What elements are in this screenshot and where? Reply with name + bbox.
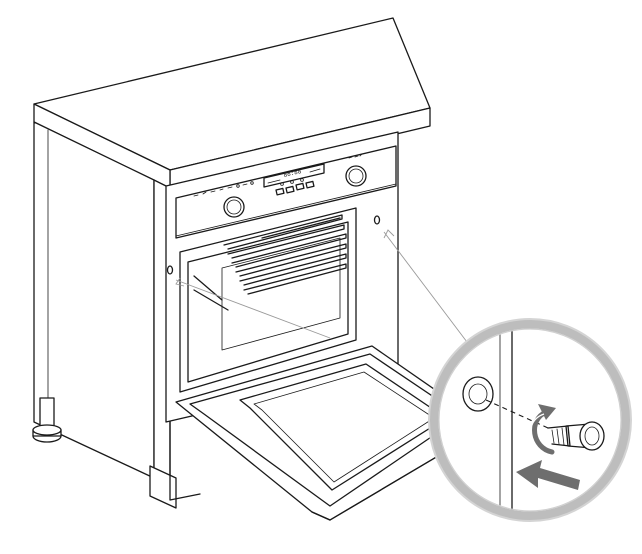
- guide-arrow-left: [175, 277, 185, 287]
- magnifier-detail: [428, 318, 632, 522]
- left-fixing-hole: [166, 265, 174, 275]
- magnified-fixing-hole: [462, 376, 494, 412]
- door-glass: [239, 363, 447, 491]
- magnifier-ring: [429, 319, 631, 521]
- oven-cavity: [179, 207, 357, 393]
- guide-line-right: [383, 231, 471, 347]
- oven-illustration: 88:88: [165, 131, 483, 521]
- guide-lines: [175, 229, 471, 347]
- guide-arrow-right: [383, 229, 395, 239]
- function-symbols: [193, 153, 363, 197]
- cabinet-foot: [32, 397, 62, 443]
- program-buttons: [275, 178, 315, 196]
- cabinet-lower-frame: [169, 419, 201, 501]
- screw-icon: [547, 421, 605, 451]
- shelf-rails: [193, 214, 347, 311]
- right-fixing-hole: [373, 215, 381, 225]
- insert-arrow-icon: [516, 460, 580, 490]
- display-readout: 88:88: [283, 168, 303, 179]
- rotate-arrow-icon: [529, 404, 556, 455]
- guide-line-left: [175, 279, 331, 339]
- display-panel: 88:88: [263, 163, 325, 188]
- oven-control-panel: 88:88: [175, 145, 397, 239]
- cabinet-plinth: [149, 465, 177, 509]
